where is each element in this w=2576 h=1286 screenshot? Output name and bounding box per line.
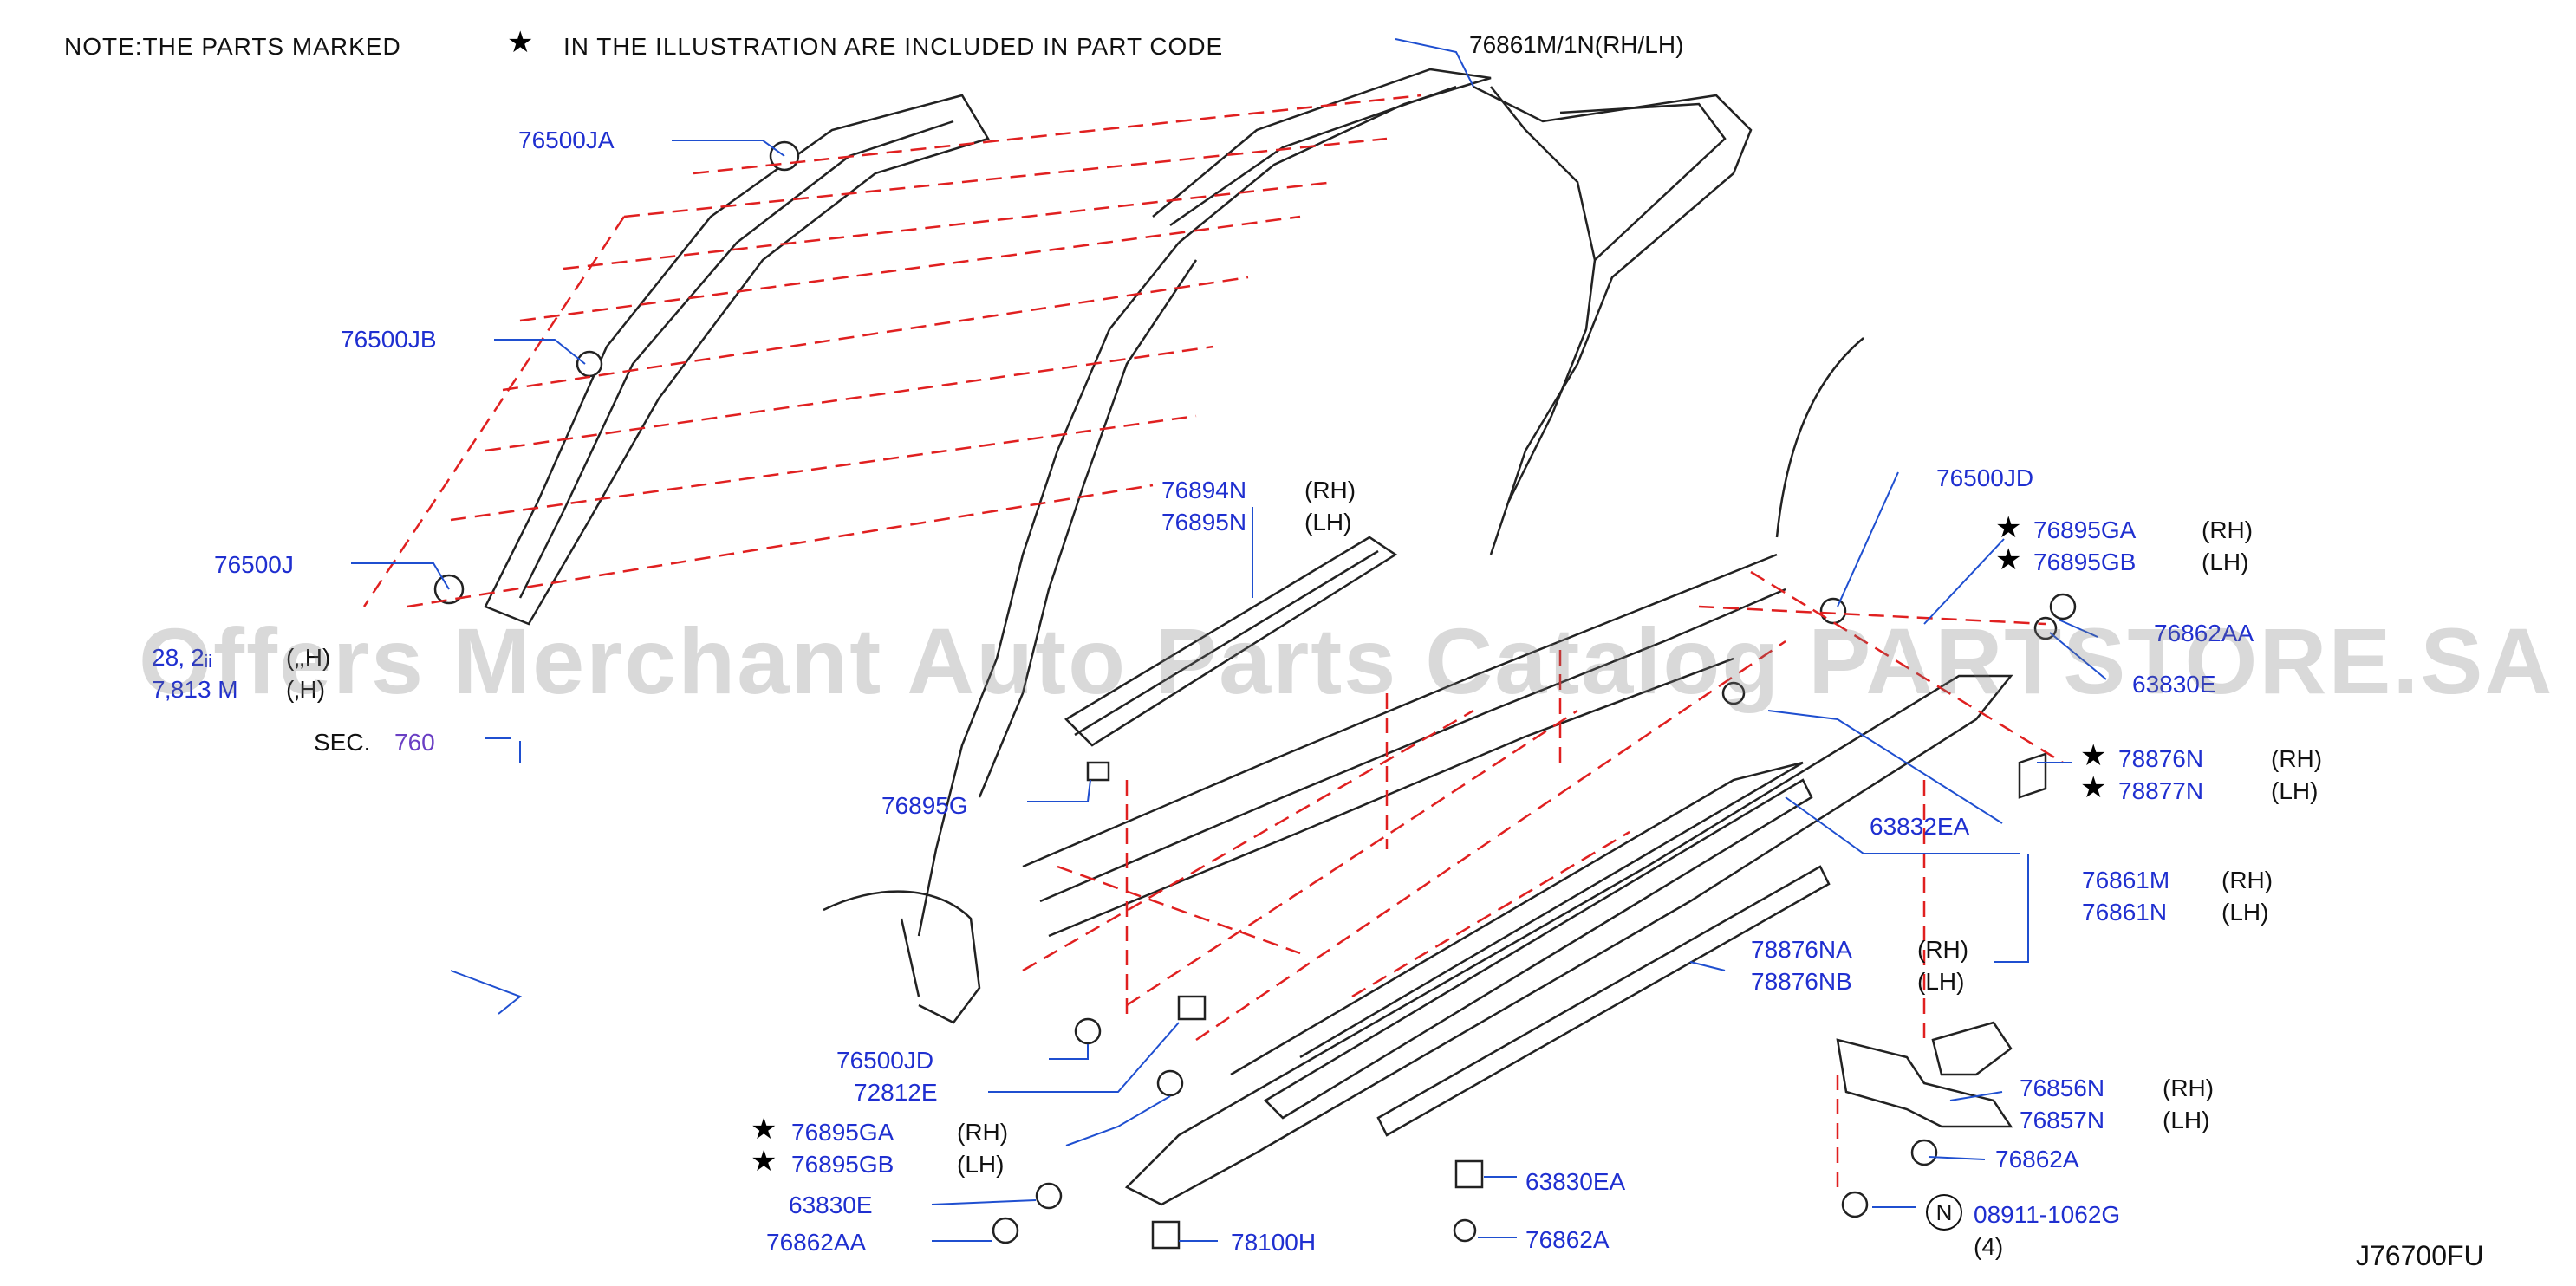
part-label-76500j[interactable]: 76500J [214,551,294,578]
part-label-76895ga-left[interactable]: 76895GA [791,1119,894,1146]
star-icon: ★ [1995,511,2022,544]
part-label-63830ea[interactable]: 63830EA [1525,1168,1626,1195]
part-side-76856n: (RH) [2163,1075,2215,1101]
section-number-link[interactable]: 760 [394,729,435,756]
part-side-76895gb-right: (LH) [2202,549,2249,575]
note-text-2: IN THE ILLUSTRATION ARE INCLUDED IN PART… [563,33,1224,60]
part-side-76894n: (RH) [1304,477,1356,503]
part-label-78876nb[interactable]: 78876NB [1751,968,1852,995]
watermark-text: Offers Merchant Auto Parts Catalog PARTS… [139,608,2554,713]
part-label-78876n[interactable]: 78876N [2118,745,2204,772]
projection-lines [362,94,2064,1187]
star-icon: ★ [2080,771,2107,804]
part-label-78877n[interactable]: 78877N [2118,777,2204,804]
part-label-63830e-left[interactable]: 63830E [789,1192,873,1218]
part-label-76861n[interactable]: 76861N [2082,899,2168,926]
part-side-2813: (‚H) [286,676,326,703]
star-icon: ★ [751,1145,777,1178]
part-side-2812: (‚‚H) [286,644,331,671]
part-label-76861m[interactable]: 76861M [2082,867,2170,893]
part-label-63830e-right[interactable]: 63830E [2132,671,2216,698]
part-qty-08911: (4) [1974,1233,2004,1260]
part-side-76895n: (LH) [1304,509,1352,536]
part-label-78100h[interactable]: 78100H [1231,1229,1317,1256]
diagram-code: J76700FU [2356,1240,2484,1271]
part-side-78876n: (RH) [2271,745,2323,772]
part-label-76500jb[interactable]: 76500JB [341,326,437,353]
part-side-78877n: (LH) [2271,777,2319,804]
part-label-2812[interactable]: 28‚ 2ᵢᵢ [152,644,212,671]
part-label-76862aa-left[interactable]: 76862AA [766,1229,867,1256]
star-icon: ★ [2080,739,2107,772]
part-label-76862aa-right[interactable]: 76862AA [2154,620,2254,646]
part-side-76857n: (LH) [2163,1107,2210,1133]
leader-lines [351,38,2107,1242]
part-label-76895gb-right[interactable]: 76895GB [2033,549,2137,575]
part-side-78876nb: (LH) [1917,968,1965,995]
part-label-76500ja[interactable]: 76500JA [518,127,615,153]
part-label-76895n[interactable]: 76895N [1161,509,1247,536]
part-label-76895ga-right[interactable]: 76895GA [2033,516,2137,543]
part-label-76895gb-left[interactable]: 76895GB [791,1151,894,1178]
part-label-76862a-bottom[interactable]: 76862A [1525,1226,1610,1253]
section-label: SEC. [314,729,371,756]
star-icon: ★ [507,26,534,59]
part-label-76862a-right[interactable]: 76862A [1995,1146,2079,1172]
part-side-76895ga-left: (RH) [957,1119,1009,1146]
part-side-76895ga-right: (RH) [2202,516,2254,543]
part-label-76500jd-top[interactable]: 76500JD [1936,464,2034,491]
part-label-76861m-1n[interactable]: 76861M/1N(RH/LH) [1469,31,1684,58]
nut-symbol-n: N [1926,1194,1962,1231]
part-label-78876na[interactable]: 78876NA [1751,936,1852,963]
star-icon: ★ [751,1113,777,1146]
part-label-72812e[interactable]: 72812E [854,1079,938,1106]
part-label-2813[interactable]: 7‚813 M [152,676,238,703]
part-label-08911-1062g[interactable]: 08911-1062G [1974,1201,2121,1228]
part-side-76895gb-left: (LH) [957,1151,1005,1178]
part-label-76894n[interactable]: 76894N [1161,477,1247,503]
star-icon: ★ [1995,543,2022,576]
part-label-63832ea[interactable]: 63832EA [1870,813,1970,840]
part-side-76861n: (LH) [2221,899,2269,926]
part-label-76895g[interactable]: 76895G [881,792,968,819]
part-label-76500jd-bottom[interactable]: 76500JD [836,1047,934,1074]
note-text-1: NOTE:THE PARTS MARKED [64,33,401,60]
part-side-78876na: (RH) [1917,936,1969,963]
part-label-76856n[interactable]: 76856N [2020,1075,2105,1101]
part-side-76861m: (RH) [2221,867,2274,893]
part-label-76857n[interactable]: 76857N [2020,1107,2105,1133]
